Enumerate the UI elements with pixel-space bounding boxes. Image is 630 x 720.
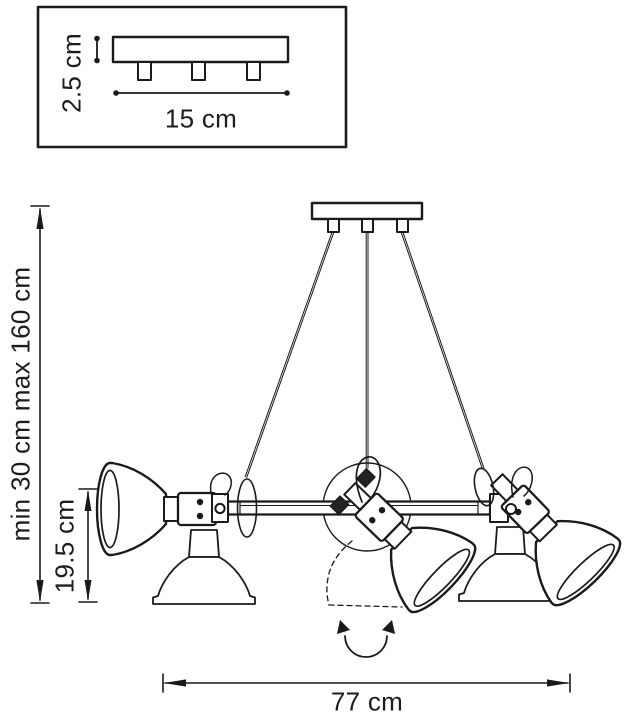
- ceiling-canopy: [310, 201, 424, 233]
- right-wire-loop: [473, 467, 495, 507]
- left-arm-bracket: [211, 493, 229, 523]
- dimension-overall-width: [162, 673, 571, 693]
- dimension-suspension-height: [30, 205, 50, 604]
- center-spotlight: [329, 468, 485, 622]
- right-pivot: [505, 503, 517, 515]
- left-hook-loop: [209, 472, 233, 497]
- inset-height-dimension: [94, 35, 100, 64]
- inset-width-dimension: [113, 90, 290, 96]
- shade-height-label: 19.5 cm: [49, 498, 80, 594]
- rotation-arrow-icon: [337, 620, 395, 658]
- center-hook-loop: [355, 456, 382, 503]
- suspension-wires: [244, 231, 485, 478]
- suspension-height-label: min 30 cm max 160 cm: [5, 266, 36, 542]
- left-wire-loop: [236, 478, 258, 538]
- overall-width-label: 77 cm: [330, 686, 404, 717]
- left-down-shade: [152, 529, 256, 605]
- right-hook-loop: [510, 466, 533, 498]
- dimension-shade-height: [78, 488, 98, 603]
- inset-canopy-detail: [36, 5, 348, 149]
- rotation-range-dashed: [326, 540, 403, 608]
- inset-height-label: 2.5 cm: [56, 33, 87, 113]
- inset-width-label: 15 cm: [164, 103, 238, 134]
